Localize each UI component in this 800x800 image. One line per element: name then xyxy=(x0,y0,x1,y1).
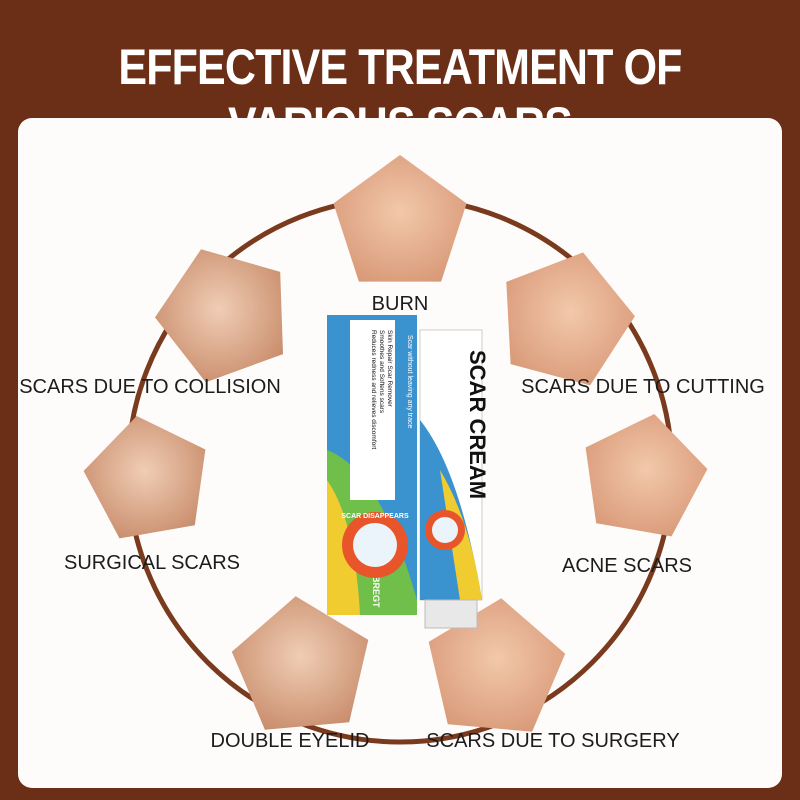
product-name: SCAR CREAM xyxy=(465,350,490,499)
product-tagline: Scar without leaving any trace xyxy=(406,335,413,428)
product-feature-3: Reduces redness and relieves discomfort xyxy=(370,330,377,449)
badge-text: SCAR DISAPPEARS xyxy=(341,513,409,520)
label-burn: BURN xyxy=(371,293,429,315)
scar-photo-cutting xyxy=(506,252,635,386)
label-cutting: SCARS DUE TO CUTTING xyxy=(521,376,765,398)
product-image: Scar without leaving any trace Skin Repa… xyxy=(327,315,490,629)
label-collision: SCARS DUE TO COLLISION xyxy=(19,376,281,398)
label-surgical: SURGICAL SCARS xyxy=(64,552,240,574)
label-acne: ACNE SCARS xyxy=(561,555,693,577)
scar-photo-burn xyxy=(333,155,467,282)
scar-photo-surgical xyxy=(83,416,206,539)
product-brand: WPRBREGT xyxy=(371,555,381,608)
scar-photo-eyelid xyxy=(231,596,369,730)
label-surgery: SCARS DUE TO SURGERY xyxy=(426,730,680,752)
product-feature-2: Smoothes and Softens scars xyxy=(378,330,385,414)
label-eyelid: DOUBLE EYELID xyxy=(210,730,370,752)
product-feature-1: Skin Repair Scar Remover xyxy=(386,330,393,408)
product-net-weight: NET 20G/0.71 fl.oz xyxy=(358,330,365,385)
scar-photo-collision xyxy=(155,249,283,383)
scar-photo-surgery xyxy=(428,598,566,732)
scar-photo-acne xyxy=(585,414,708,537)
